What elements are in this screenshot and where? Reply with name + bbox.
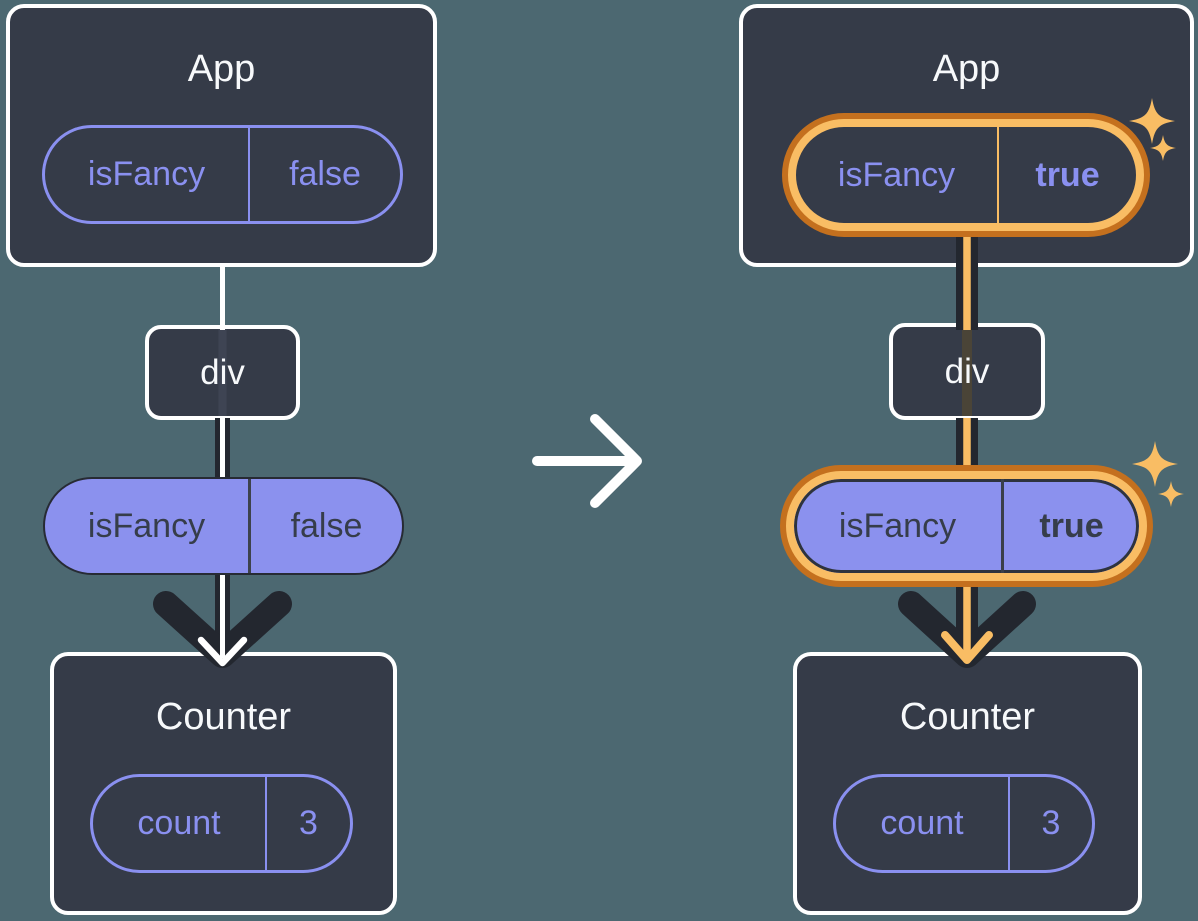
prop-name: isFancy <box>87 155 206 193</box>
prop-name: isFancy <box>837 155 956 194</box>
div-element-box: div <box>889 323 1045 420</box>
arrowhead-chevron <box>898 591 1036 668</box>
state-value: 3 <box>1008 777 1092 870</box>
prop-value: false <box>248 128 400 221</box>
app-title: App <box>932 48 1001 90</box>
state-pill: count 3 <box>833 774 1095 873</box>
counter-title: Counter <box>899 696 1036 738</box>
app-title: App <box>187 48 256 90</box>
prop-name: isFancy <box>838 506 957 545</box>
div-label: div <box>944 351 990 391</box>
counter-title: Counter <box>155 696 292 738</box>
arrowhead-chevron <box>153 591 292 668</box>
prop-value: true <box>997 127 1136 223</box>
prop-value: false <box>248 479 402 573</box>
prop-pill-app: isFancy false <box>42 125 403 224</box>
state-name: count <box>880 804 964 842</box>
prop-value: true <box>1001 479 1139 573</box>
state-pill: count 3 <box>90 774 353 873</box>
transition-arrow-icon <box>532 414 642 508</box>
prop-pill-passed-highlighted: isFancy true <box>786 471 1147 581</box>
state-name: count <box>137 804 221 842</box>
div-label: div <box>200 352 245 392</box>
state-value: 3 <box>265 777 350 870</box>
prop-pill-app-highlighted: isFancy true <box>788 119 1144 231</box>
prop-pill-passed: isFancy false <box>43 477 404 575</box>
sparkle-icon <box>1158 481 1184 507</box>
prop-name: isFancy <box>87 506 206 545</box>
div-element-box: div <box>145 325 300 420</box>
